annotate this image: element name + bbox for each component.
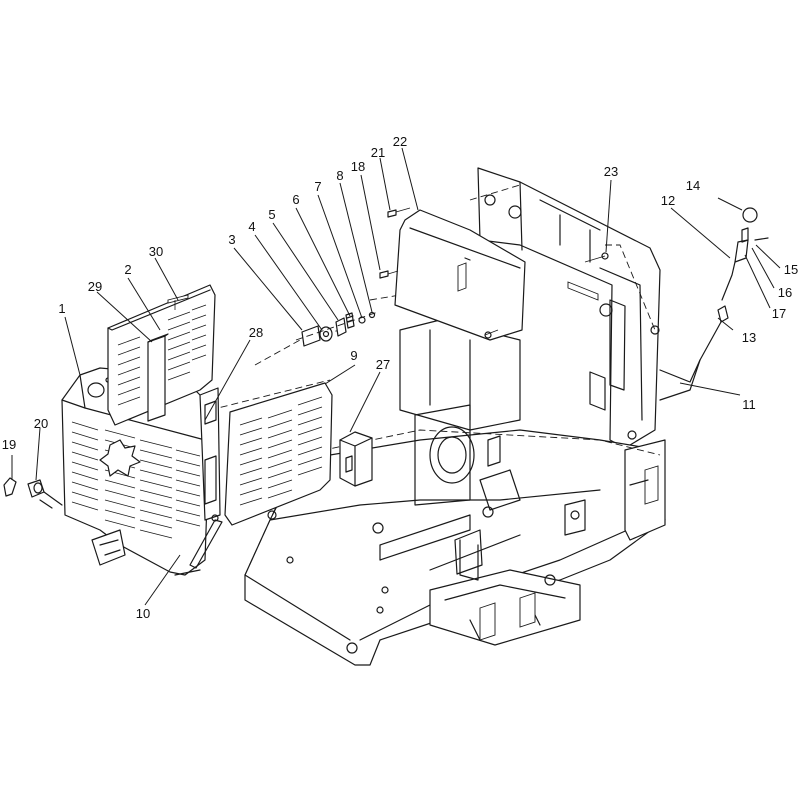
bolts xyxy=(379,207,609,279)
latch-hardware xyxy=(295,311,379,347)
callout-5: 5 xyxy=(268,207,275,222)
callout-17: 17 xyxy=(772,306,786,321)
bracket-part-28 xyxy=(174,387,223,576)
callout-28: 28 xyxy=(249,325,263,340)
callout-21: 21 xyxy=(371,145,385,160)
main-frame xyxy=(244,167,666,666)
callout-7: 7 xyxy=(314,179,321,194)
callout-8: 8 xyxy=(336,168,343,183)
callout-19: 19 xyxy=(2,437,16,452)
cover-plate-part-22 xyxy=(394,209,526,341)
callout-2: 2 xyxy=(124,262,131,277)
shroud-grille xyxy=(71,421,201,539)
knob-14 xyxy=(742,207,758,223)
spring-6 xyxy=(345,312,355,329)
callout-9: 9 xyxy=(350,348,357,363)
latch-5 xyxy=(335,317,347,337)
screen-part-9 xyxy=(224,382,333,526)
screen-9-slots xyxy=(239,396,323,506)
leader-lines xyxy=(11,147,781,606)
grille-screen-part-2 xyxy=(107,284,216,426)
callout-29: 29 xyxy=(88,279,102,294)
callout-4: 4 xyxy=(248,219,255,234)
callout-13: 13 xyxy=(742,330,756,345)
callout-11: 11 xyxy=(742,397,756,412)
latch-plate-3 xyxy=(301,325,321,347)
callout-6: 6 xyxy=(292,192,299,207)
block-part-27 xyxy=(339,431,373,487)
callout-22: 22 xyxy=(393,134,407,149)
callout-12: 12 xyxy=(661,193,675,208)
callout-labels: 1 2 3 4 5 6 7 8 9 10 11 12 13 14 15 16 1… xyxy=(2,134,798,621)
callout-16: 16 xyxy=(778,285,792,300)
callout-14: 14 xyxy=(686,178,700,193)
callout-3: 3 xyxy=(228,232,235,247)
shroud-part-1 xyxy=(61,367,211,576)
callout-15: 15 xyxy=(784,262,798,277)
callout-10: 10 xyxy=(136,606,150,621)
callout-18: 18 xyxy=(351,159,365,174)
callout-1: 1 xyxy=(58,301,65,316)
latch-handle xyxy=(3,477,63,509)
callout-30: 30 xyxy=(149,244,163,259)
screen-slots xyxy=(117,304,207,406)
callout-20: 20 xyxy=(34,416,48,431)
callout-27: 27 xyxy=(376,357,390,372)
callout-23: 23 xyxy=(604,164,618,179)
lever-assembly xyxy=(659,207,769,401)
